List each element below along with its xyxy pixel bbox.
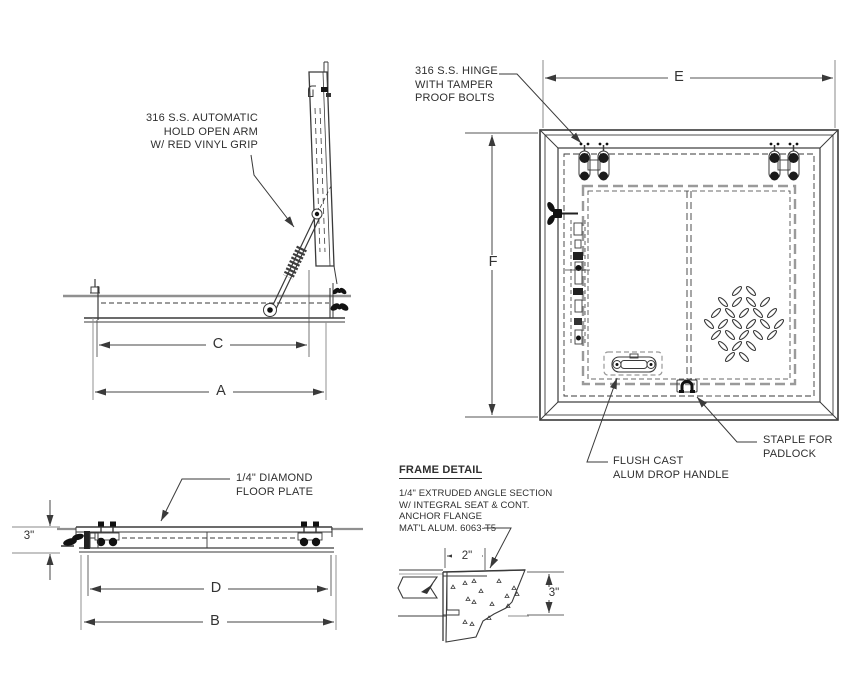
hinge-label-line2: WITH TAMPER <box>415 78 494 91</box>
concrete-section <box>445 569 526 643</box>
handle-label-line2: ALUM DROP HANDLE <box>613 468 730 481</box>
anchor-flange <box>443 609 460 616</box>
arm-label: 316 S.S. AUTOMATIC HOLD OPEN ARM W/ RED … <box>138 112 258 153</box>
lid-hidden-edge <box>563 153 815 397</box>
staple-label: STAPLE FOR PADLOCK <box>763 434 833 461</box>
frame-note-line2: W/ INTEGRAL SEAT & CONT. <box>399 499 530 511</box>
arm-spring <box>283 245 307 280</box>
arm-label-leader <box>250 154 295 228</box>
frame-note-line4: MAT'L ALUM. 6063-T5 <box>399 522 497 534</box>
floor-plate-label: 1/4" DIAMOND FLOOR PLATE <box>236 472 313 499</box>
hinge-label: 316 S.S. HINGE WITH TAMPER PROOF BOLTS <box>415 65 498 106</box>
staple-label-leader <box>696 396 757 443</box>
hinge-label-line3: PROOF BOLTS <box>415 92 495 104</box>
padlock-staple <box>676 379 721 397</box>
dim-f-label: F <box>482 255 504 270</box>
dim-b-label: B <box>203 614 227 629</box>
concrete-symbols <box>450 578 520 626</box>
open-lid <box>308 71 335 267</box>
frame-detail-title: FRAME DETAIL <box>399 464 483 479</box>
slam-latch <box>61 531 99 549</box>
hinge-right <box>768 142 800 181</box>
dim-e-label: E <box>668 70 690 85</box>
floor-plate-label-line2: FLOOR PLATE <box>236 485 314 498</box>
drop-handle <box>603 351 663 376</box>
dim-3in-side-label: 3" <box>23 530 35 542</box>
arm-label-line3: W/ RED VINYL GRIP <box>150 139 258 151</box>
closed-hinge-left <box>94 521 120 547</box>
closed-hinge-right <box>297 521 323 547</box>
frame-outer-edge <box>539 129 839 421</box>
staple-label-line1: STAPLE FOR <box>763 434 833 446</box>
frame-note-leader <box>484 527 512 569</box>
dim-d-label: D <box>204 581 228 596</box>
arm-label-line2: HOLD OPEN ARM <box>163 125 258 138</box>
hinge-label-line1: 316 S.S. HINGE <box>415 65 498 77</box>
handle-label: FLUSH CAST ALUM DROP HANDLE <box>613 455 729 482</box>
dim-c-label: C <box>206 337 230 352</box>
frame-note-line3: ANCHOR FLANGE <box>399 511 483 522</box>
handle-label-line1: FLUSH CAST <box>613 455 684 467</box>
floor-plate-label-line1: 1/4" DIAMOND <box>236 472 313 484</box>
hinge-label-leader <box>499 73 582 144</box>
handle-label-leader <box>586 377 618 463</box>
dim-a-label: A <box>209 384 233 399</box>
cover-section <box>397 576 439 599</box>
plan-view <box>465 60 839 463</box>
staple-label-line2: PADLOCK <box>763 447 817 460</box>
plate-label-leader <box>160 478 230 522</box>
opening-hidden-edge <box>581 184 797 386</box>
dim-3in-detail-label: 3" <box>539 587 569 600</box>
diamond-plate-pattern <box>703 285 785 363</box>
frame-detail-notes: 1/4" EXTRUDED ANGLE SECTION W/ INTEGRAL … <box>399 488 552 534</box>
folded-arm-hardware <box>547 202 590 345</box>
frame-detail-view <box>397 527 564 643</box>
frame-note-line1: 1/4" EXTRUDED ANGLE SECTION <box>399 488 553 499</box>
arm-label-line1: 316 S.S. AUTOMATIC <box>145 112 258 124</box>
closed-hatch-side-view <box>12 478 363 630</box>
open-hatch-side-view <box>63 61 351 400</box>
frame-inner-edge <box>557 147 821 403</box>
hinge-left <box>578 142 610 181</box>
dim-2in-label: 2" <box>452 550 482 563</box>
